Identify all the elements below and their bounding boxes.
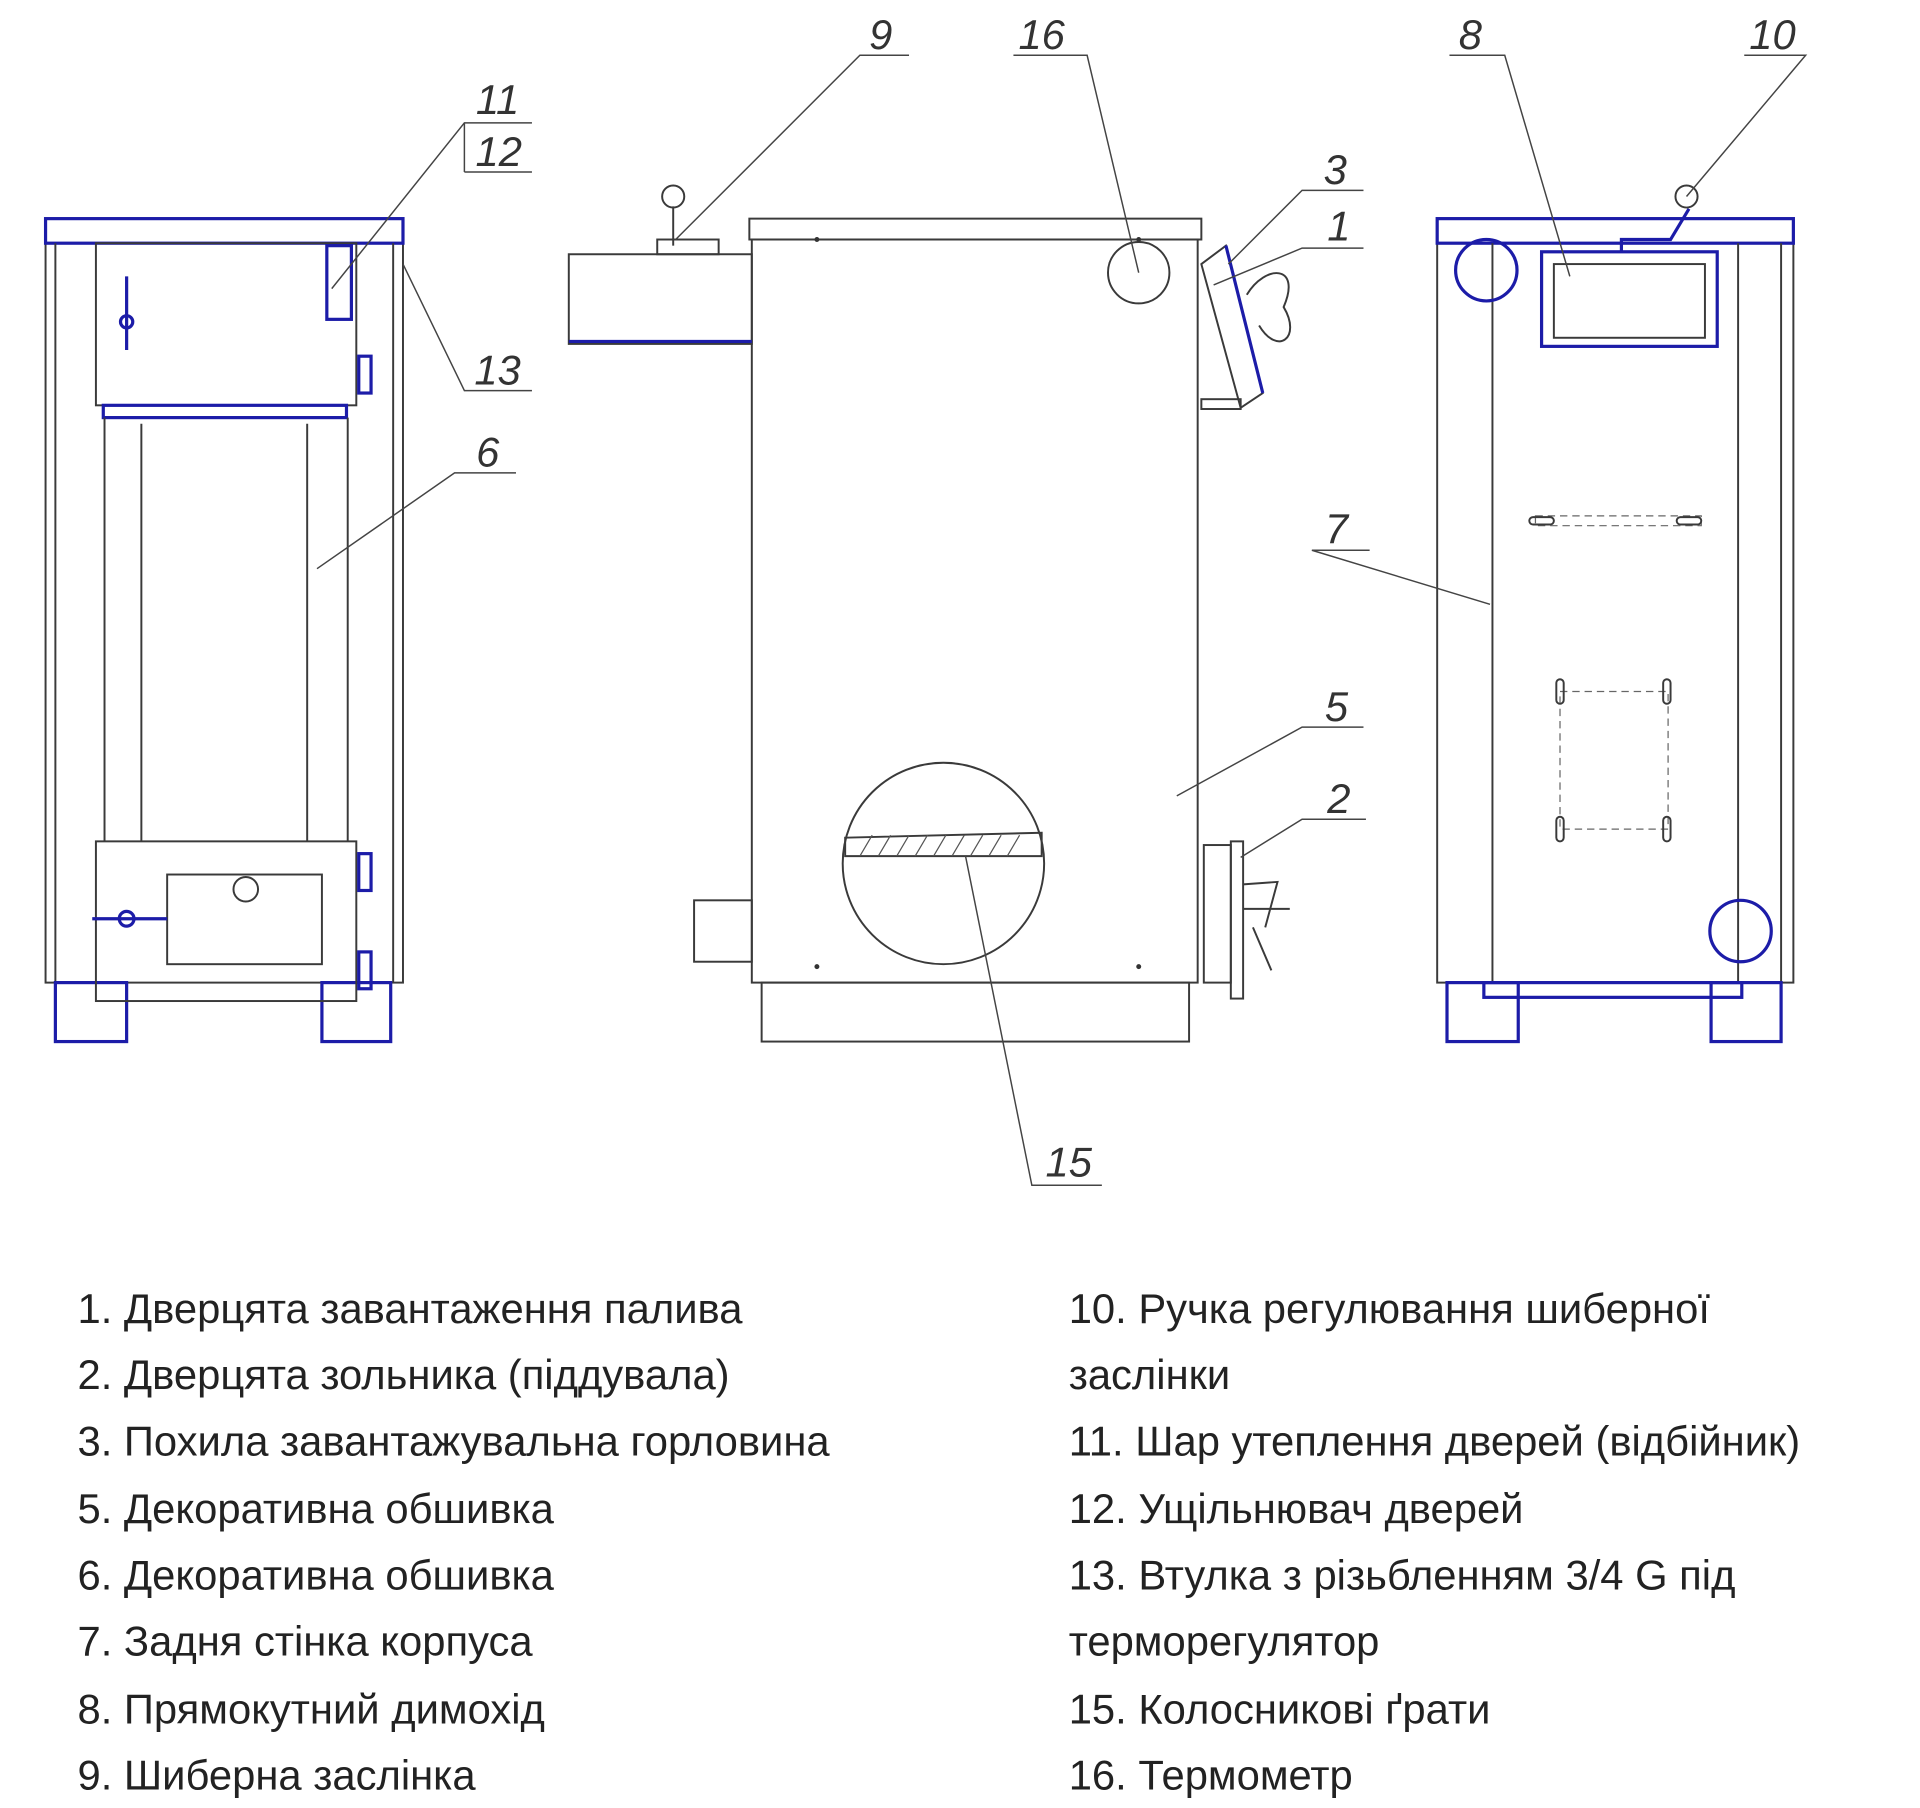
legend-item: 10. Ручка регулювання шиберної xyxy=(1069,1285,1711,1332)
callout-10: 10 xyxy=(1749,11,1795,58)
legend-item: заслінки xyxy=(1069,1351,1231,1398)
fuel-door xyxy=(94,242,358,407)
callout-8: 8 xyxy=(1459,11,1482,58)
damper-knob xyxy=(661,184,686,209)
callout-11: 11 xyxy=(476,76,519,123)
callout-13: 13 xyxy=(474,346,520,393)
foot xyxy=(53,981,129,1044)
legend-right: 10. Ручка регулювання шиберної заслінки … xyxy=(1069,1285,1801,1799)
callout-7: 7 xyxy=(1325,505,1350,552)
grate-detail xyxy=(841,761,1046,966)
pipe-bottom xyxy=(1708,898,1773,964)
legend-item: 15. Колосникові ґрати xyxy=(1069,1685,1491,1732)
legend-item: терморегулятор xyxy=(1069,1618,1380,1665)
callout-3: 3 xyxy=(1324,146,1347,193)
foot xyxy=(1709,981,1783,1044)
legend-item: 2. Дверцята зольника (піддувала) xyxy=(77,1351,729,1398)
ash-panel xyxy=(94,840,358,1003)
ash-door-side xyxy=(1229,840,1245,1000)
legend-item: 1. Дверцята завантаження палива xyxy=(77,1285,743,1332)
legend-item: 6. Декоративна обшивка xyxy=(77,1551,554,1598)
flue-outlet xyxy=(1539,250,1719,348)
callout-12: 12 xyxy=(476,128,522,175)
rear-view xyxy=(1435,184,1795,1044)
pipe-top xyxy=(1454,237,1519,303)
callout-1: 1 xyxy=(1327,203,1350,250)
callout-16: 16 xyxy=(1018,11,1065,58)
callout-6: 6 xyxy=(476,429,500,476)
callout-labels: 9 16 8 10 11 12 13 6 3 1 7 5 2 15 xyxy=(474,11,1795,1186)
callout-5: 5 xyxy=(1325,683,1349,730)
legend-item: 13. Втулка з різьбленням 3/4 G під xyxy=(1069,1551,1736,1598)
callout-15: 15 xyxy=(1045,1139,1092,1186)
foot xyxy=(1445,981,1520,1044)
legend-item: 9. Шиберна заслінка xyxy=(77,1752,476,1799)
legend-item: 11. Шар утеплення дверей (відбійник) xyxy=(1069,1417,1801,1464)
damper-box xyxy=(567,253,753,345)
legend-item: 12. Ущільнювач дверей xyxy=(1069,1485,1524,1532)
front-view xyxy=(43,217,405,1044)
legend-item: 5. Декоративна обшивка xyxy=(77,1485,554,1532)
legend-item: 3. Похила завантажувальна горловина xyxy=(77,1417,830,1464)
ash-door xyxy=(166,873,323,966)
damper-handle xyxy=(1674,184,1699,209)
callout-leaders xyxy=(316,54,1808,1187)
legend-item: 16. Термометр xyxy=(1069,1752,1353,1799)
pipe xyxy=(693,899,753,963)
legend-left: 1. Дверцята завантаження палива 2. Дверц… xyxy=(77,1285,830,1799)
side-view xyxy=(567,184,1292,1043)
callout-9: 9 xyxy=(869,11,892,58)
legend-item: 8. Прямокутний димохід xyxy=(77,1685,544,1732)
legend-item: 7. Задня стінка корпуса xyxy=(77,1618,533,1665)
callout-2: 2 xyxy=(1326,775,1350,822)
